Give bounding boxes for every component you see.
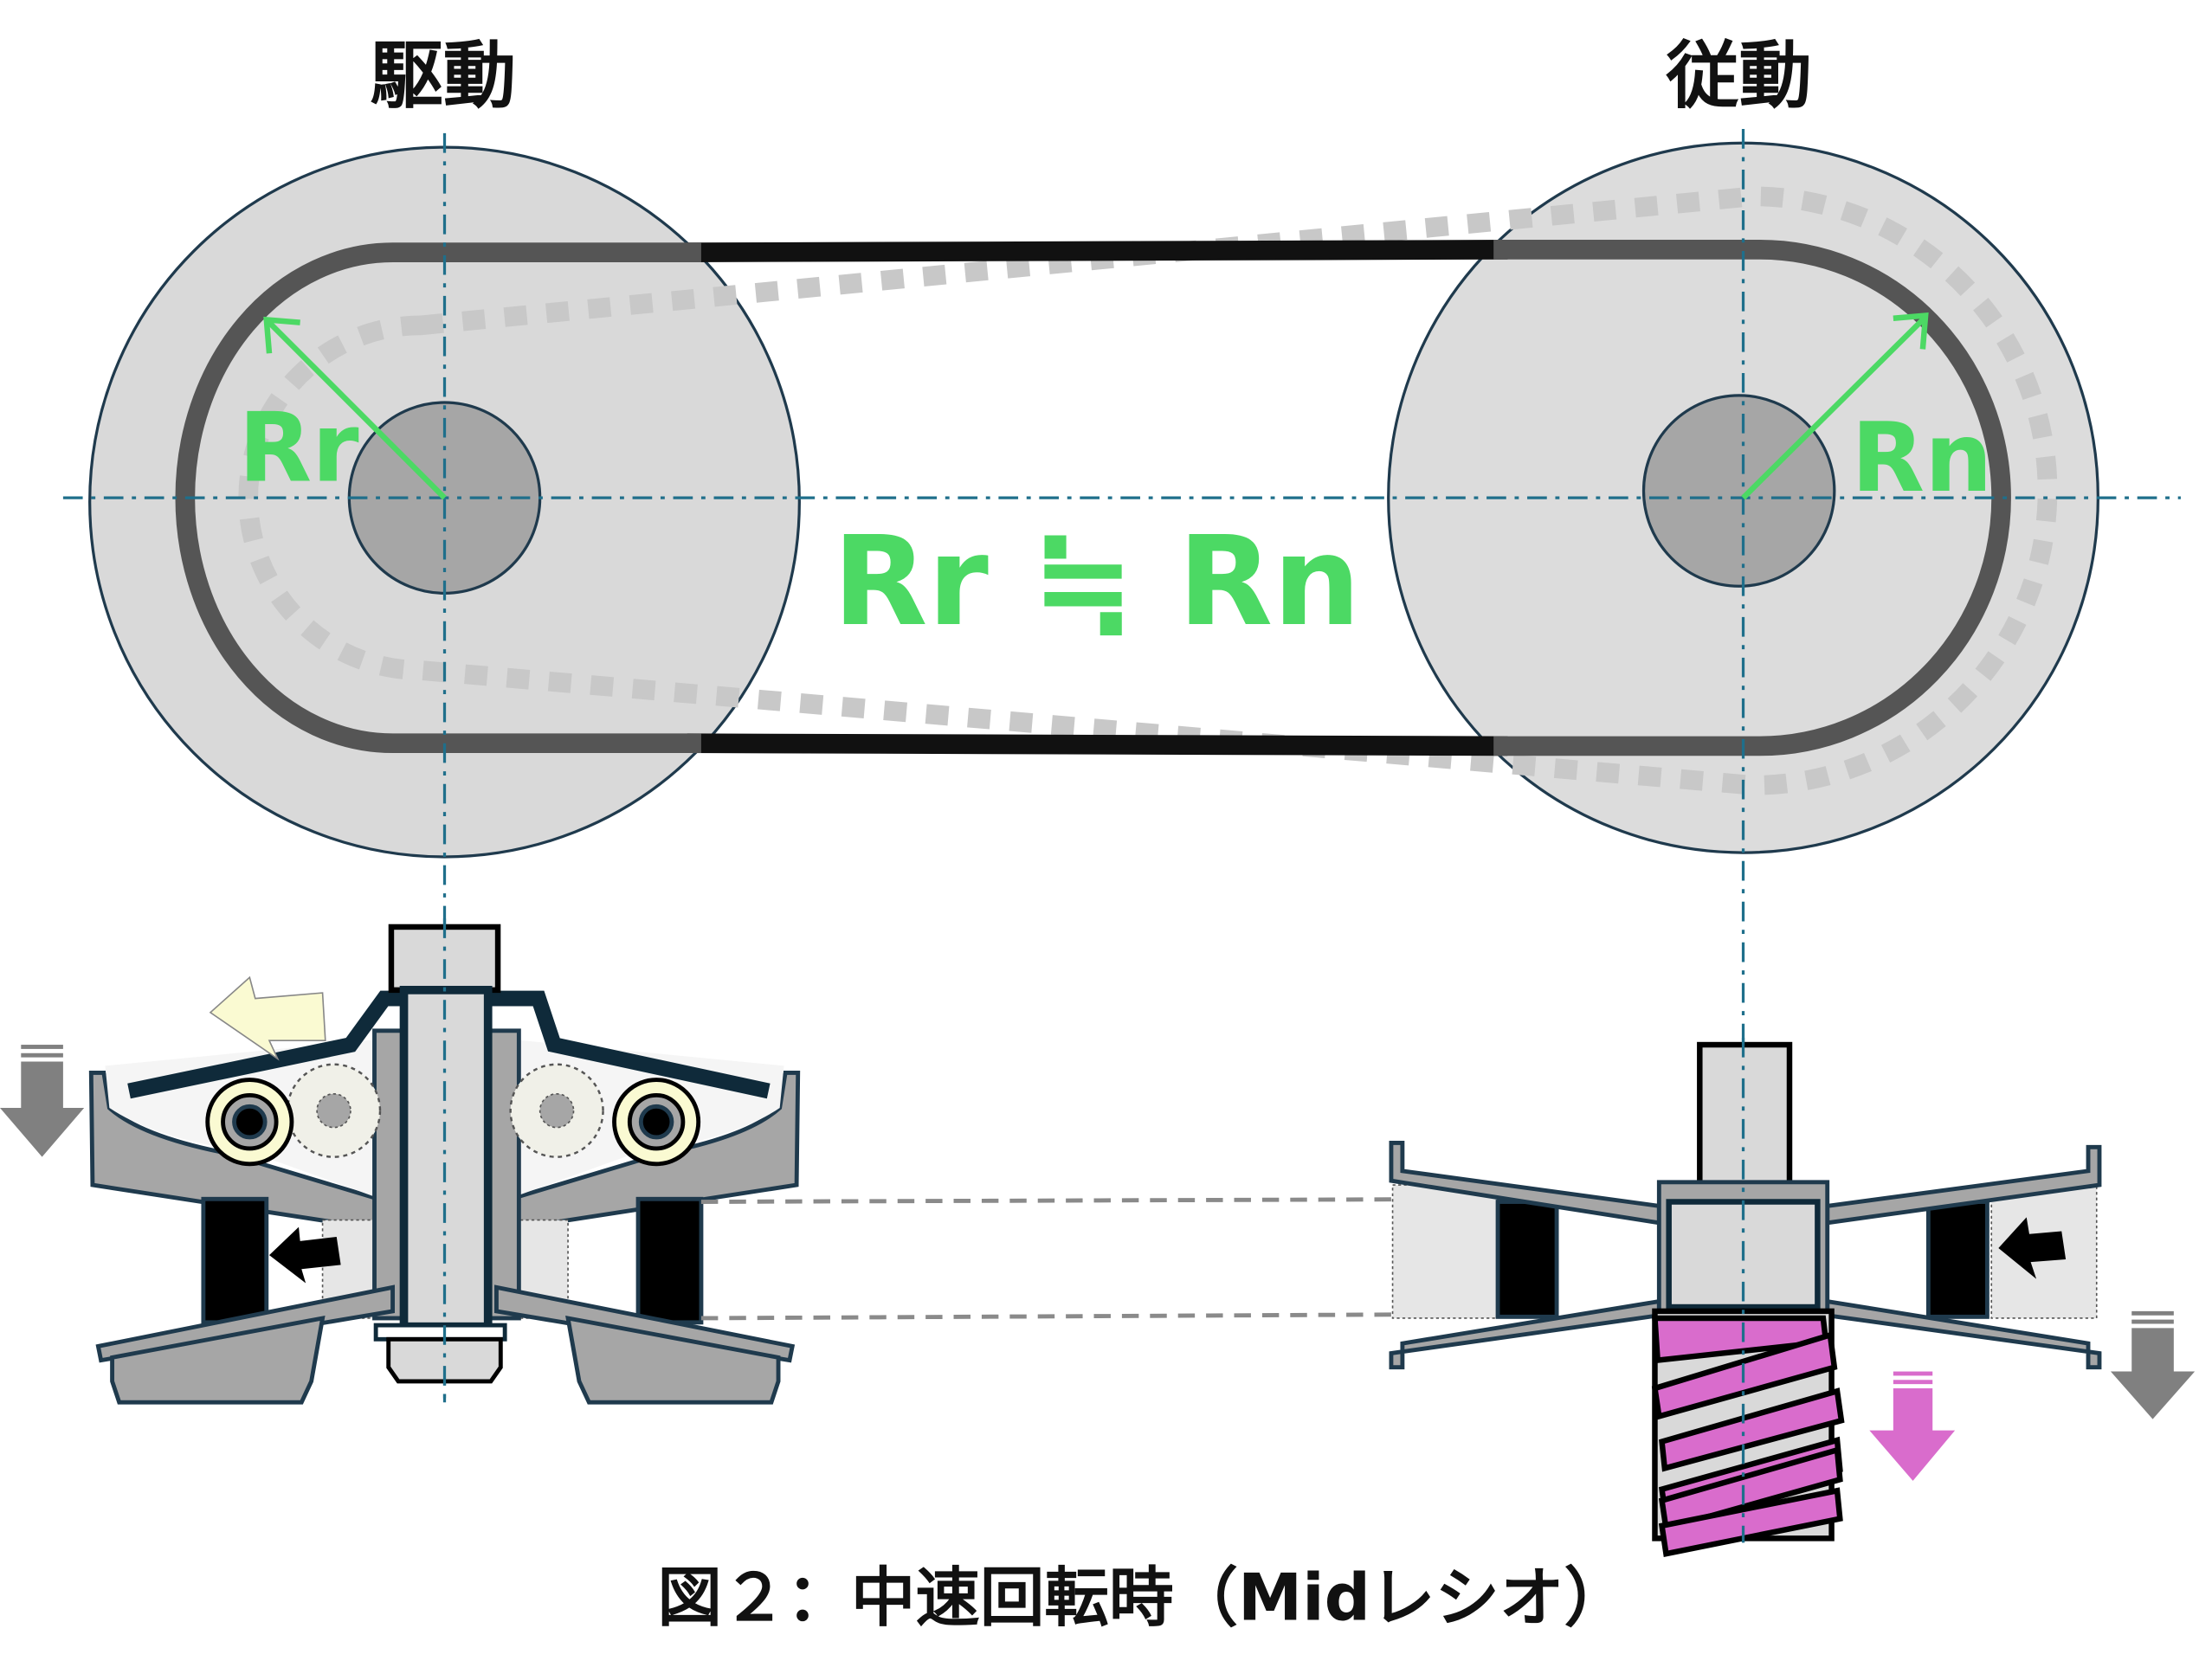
- down-arrow-gray-icon: [0, 1045, 85, 1157]
- driven-cross-section: [1389, 1041, 2102, 1558]
- left-arrow-black-icon: [269, 1226, 341, 1284]
- belt-on-driven: [1493, 240, 2011, 756]
- equation-label: Rr ≒ Rn: [833, 510, 1361, 653]
- belt-straight-top: [687, 240, 1508, 262]
- driven-title: 従動: [1665, 34, 1811, 119]
- driven-hub: [1641, 394, 1836, 588]
- down-arrow-magenta-icon: [1869, 1371, 1956, 1481]
- nut: [386, 1336, 503, 1384]
- radius-arrows: [263, 312, 1929, 500]
- spring: [1651, 1315, 1845, 1558]
- left-arrow-yellow-icon: [209, 975, 326, 1061]
- down-arrow-gray-icon-driven: [2110, 1310, 2196, 1419]
- drive-title: 駆動: [371, 34, 516, 119]
- rr-label: Rr: [238, 393, 358, 504]
- left-arrow-black-icon-driven: [1998, 1217, 2067, 1279]
- belt-previous-position: [238, 186, 2058, 795]
- reference-lines: [700, 1196, 1501, 1321]
- drive-cross-section: [88, 924, 801, 1405]
- caption: 図２：中速回転時（Midレシオ）: [657, 1560, 1628, 1635]
- belt-straight-bottom: [687, 733, 1508, 756]
- rn-label: Rn: [1851, 402, 1992, 513]
